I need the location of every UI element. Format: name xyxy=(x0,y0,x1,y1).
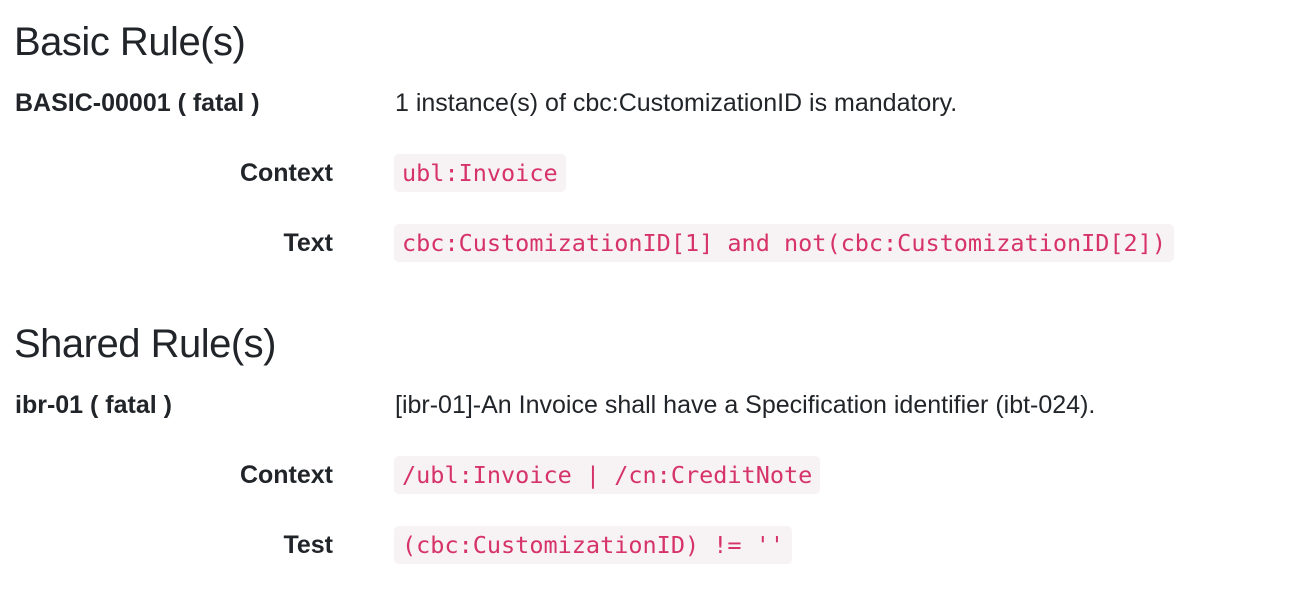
shared-rules-heading: Shared Rule(s) xyxy=(14,322,277,366)
basic-text-label: Text xyxy=(283,229,333,257)
shared-test-label: Test xyxy=(283,531,333,559)
shared-test-code: (cbc:CustomizationID) != '' xyxy=(394,526,793,564)
shared-context-label: Context xyxy=(239,461,333,489)
basic-text-code: cbc:CustomizationID[1] and not(cbc:Custo… xyxy=(394,224,1175,262)
basic-context-label: Context xyxy=(239,159,333,187)
basic-rules-heading: Basic Rule(s) xyxy=(14,20,246,64)
shared-rule-description: [ibr-01]-An Invoice shall have a Specifi… xyxy=(395,391,1096,419)
basic-rule-description: 1 instance(s) of cbc:CustomizationID is … xyxy=(395,89,958,117)
shared-rule-id: ibr-01 ( fatal ) xyxy=(15,391,172,419)
basic-rule-id: BASIC-00001 ( fatal ) xyxy=(15,89,260,117)
shared-context-code: /ubl:Invoice | /cn:CreditNote xyxy=(394,456,821,494)
basic-context-code: ubl:Invoice xyxy=(394,154,566,192)
